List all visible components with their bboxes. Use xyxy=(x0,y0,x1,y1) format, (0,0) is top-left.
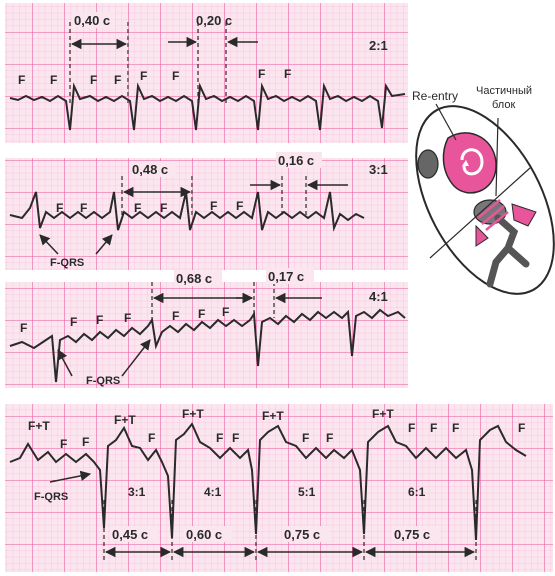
interval-label: 0,60 с xyxy=(186,527,222,542)
svg-text:F: F xyxy=(124,311,131,325)
svg-text:F+T: F+T xyxy=(114,413,136,427)
conduction-ratio: 2:1 xyxy=(369,38,388,53)
conduction-ratio: 4:1 xyxy=(369,289,388,304)
ecg-strip-variable: 0,45 с 0,60 с 0,75 с 0,75 с 3:1 4:1 5:1 … xyxy=(5,404,553,572)
svg-text:F+T: F+T xyxy=(262,409,284,423)
svg-text:F: F xyxy=(216,431,223,445)
interval-label: 0,48 с xyxy=(132,162,168,177)
svg-text:5:1: 5:1 xyxy=(298,485,316,499)
ecg-strip-4-1: 0,68 с 0,17 с 4:1 F F F F F F F F-QRS xyxy=(5,268,408,388)
svg-text:F: F xyxy=(198,307,205,321)
svg-text:F: F xyxy=(82,435,89,449)
interval-label: 0,45 с xyxy=(112,527,148,542)
interval-label: 0,40 с xyxy=(74,13,110,28)
svg-text:F: F xyxy=(172,309,179,323)
svg-text:F: F xyxy=(452,421,459,435)
svg-text:F: F xyxy=(134,201,141,215)
svg-text:6:1: 6:1 xyxy=(408,485,426,499)
svg-text:F: F xyxy=(50,73,57,87)
svg-text:F: F xyxy=(18,73,25,87)
svg-text:F: F xyxy=(70,315,77,329)
svg-text:F: F xyxy=(408,421,415,435)
svg-text:F+T: F+T xyxy=(28,419,50,433)
svg-text:F: F xyxy=(236,199,243,213)
svg-text:F: F xyxy=(210,199,217,213)
svg-text:F: F xyxy=(80,201,87,215)
svg-text:F: F xyxy=(96,313,103,327)
svg-text:F: F xyxy=(20,321,27,335)
interval-label: 0,68 с xyxy=(176,271,212,286)
fqrs-label: F-QRS xyxy=(50,257,84,269)
svg-text:F+T: F+T xyxy=(372,407,394,421)
svg-text:F: F xyxy=(60,437,67,451)
svg-text:F: F xyxy=(302,431,309,445)
svg-text:F: F xyxy=(148,431,155,445)
svg-text:F: F xyxy=(284,67,291,81)
interval-label: 0,17 с xyxy=(268,269,304,284)
interval-label: 0,20 с xyxy=(196,13,232,28)
svg-text:F: F xyxy=(140,69,147,83)
inset-ellipse xyxy=(388,84,555,317)
svg-text:F: F xyxy=(326,431,333,445)
fqrs-label: F-QRS xyxy=(34,491,68,503)
partial-block-label: Частичный xyxy=(476,85,532,97)
svg-text:F: F xyxy=(90,73,97,87)
svg-text:F: F xyxy=(518,421,525,435)
svg-text:F: F xyxy=(172,69,179,83)
interval-label: 0,75 с xyxy=(284,527,320,542)
svg-text:F: F xyxy=(258,67,265,81)
partial-block-label: блок xyxy=(492,99,515,111)
svg-text:F: F xyxy=(160,201,167,215)
reentry-inset: Re-entry Частичный блок xyxy=(388,84,555,317)
svg-text:4:1: 4:1 xyxy=(204,485,222,499)
fqrs-label: F-QRS xyxy=(86,375,120,387)
conduction-ratio: 3:1 xyxy=(369,162,388,177)
ecg-strip-3-1: 0,48 с 0,16 с 3:1 F F F F F F F-QRS xyxy=(5,152,408,270)
svg-text:F+T: F+T xyxy=(182,407,204,421)
ecg-strip-2-1: 0,40 с 0,20 с 2:1 F F F F F F F F xyxy=(5,3,408,143)
svg-text:F: F xyxy=(56,201,63,215)
reentry-label: Re-entry xyxy=(412,89,458,103)
svg-text:3:1: 3:1 xyxy=(128,485,146,499)
svg-text:F: F xyxy=(114,73,121,87)
svg-text:F: F xyxy=(232,431,239,445)
svg-text:F: F xyxy=(430,421,437,435)
interval-label: 0,75 с xyxy=(394,527,430,542)
sinus-node xyxy=(418,150,438,178)
interval-label: 0,16 с xyxy=(278,153,314,168)
svg-text:F: F xyxy=(222,305,229,319)
